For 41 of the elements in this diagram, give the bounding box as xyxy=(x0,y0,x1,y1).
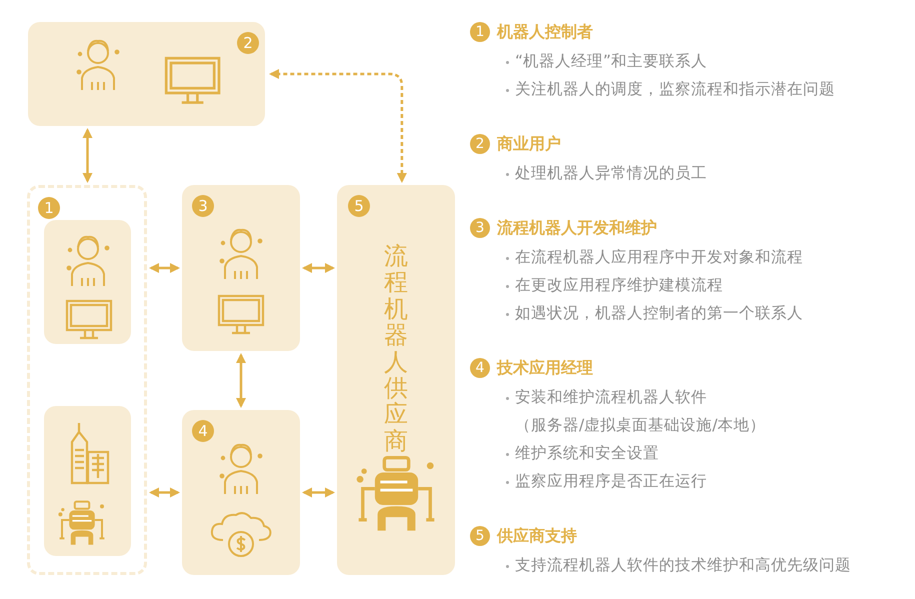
vendor-box xyxy=(337,185,455,575)
double-arrow xyxy=(82,128,92,183)
number-badge: 5 xyxy=(470,526,490,546)
number-badge: 4 xyxy=(470,358,490,378)
bullet-text: “机器人经理”和主要联系人 xyxy=(515,51,708,72)
number-badge: 1 xyxy=(470,22,490,42)
double-arrow xyxy=(149,263,180,273)
double-arrow xyxy=(302,488,335,498)
bullet-text: 如遇状况，机器人控制者的第一个联系人 xyxy=(515,303,803,324)
bullet-text: 监察应用程序是否正在运行 xyxy=(515,471,707,492)
role-card xyxy=(44,406,131,556)
bullet-text: 支持流程机器人软件的技术维护和高优先级问题 xyxy=(515,555,851,576)
role-box xyxy=(28,22,265,126)
section-heading: 机器人控制者 xyxy=(497,22,593,43)
bullet-text: 安装和维护流程机器人软件 xyxy=(515,387,707,408)
section-heading: 商业用户 xyxy=(497,134,561,155)
dashed-arrow xyxy=(269,69,407,183)
section-heading: 供应商支持 xyxy=(497,526,577,547)
role-box xyxy=(182,185,300,351)
vertical-title: 流程机器人供应商 xyxy=(384,243,408,454)
number-badge: 3 xyxy=(470,218,490,238)
bullet-text: 维护系统和安全设置 xyxy=(515,443,659,464)
dashed-group-box xyxy=(27,185,147,575)
role-card xyxy=(44,220,131,344)
bullet-text: 处理机器人异常情况的员工 xyxy=(515,163,707,184)
bullet-text: 关注机器人的调度，监察流程和指示潜在问题 xyxy=(515,79,835,100)
double-arrow xyxy=(302,263,335,273)
number-badge: 2 xyxy=(237,32,259,54)
section-heading: 流程机器人开发和维护 xyxy=(497,218,657,239)
bullet-text: 在流程机器人应用程序中开发对象和流程 xyxy=(515,247,803,268)
double-arrow xyxy=(236,353,246,408)
double-arrow xyxy=(149,488,180,498)
role-box xyxy=(182,410,300,575)
number-badge: 4 xyxy=(192,420,214,442)
number-badge: 3 xyxy=(192,195,214,217)
number-badge: 2 xyxy=(470,134,490,154)
number-badge: 5 xyxy=(348,195,370,217)
number-badge: 1 xyxy=(38,197,60,219)
bullet-text: （服务器/虚拟桌面基础设施/本地） xyxy=(515,415,766,436)
section-heading: 技术应用经理 xyxy=(497,358,593,379)
bullet-text: 在更改应用程序维护建模流程 xyxy=(515,275,723,296)
